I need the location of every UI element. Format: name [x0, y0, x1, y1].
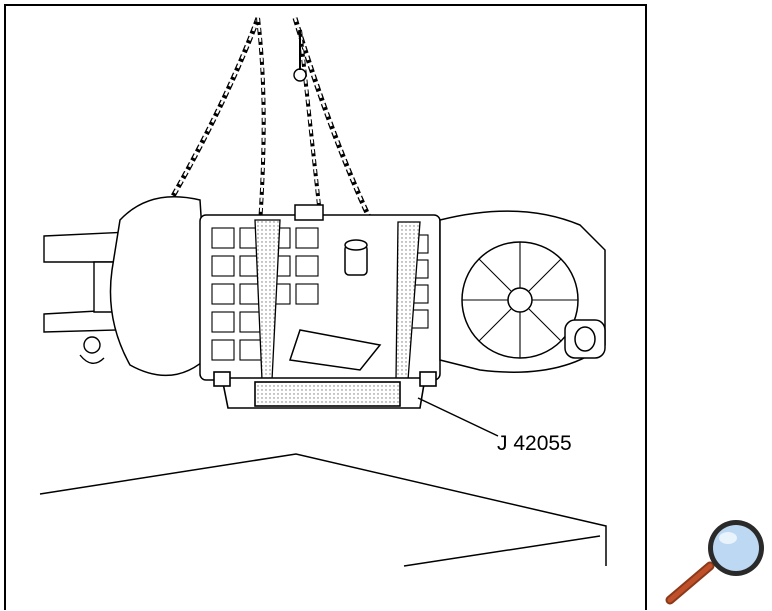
tool-callout-label: J 42055 — [497, 432, 572, 455]
converter-housing — [439, 210, 606, 373]
fabric-slings — [254, 219, 421, 381]
transmission-illustration — [39, 17, 607, 567]
magnifier-icon — [665, 520, 764, 605]
work-table-outline — [39, 453, 607, 567]
callout-leader-line — [417, 397, 499, 437]
support-cradle-j42055 — [213, 371, 437, 409]
zoom-button[interactable] — [664, 520, 772, 606]
